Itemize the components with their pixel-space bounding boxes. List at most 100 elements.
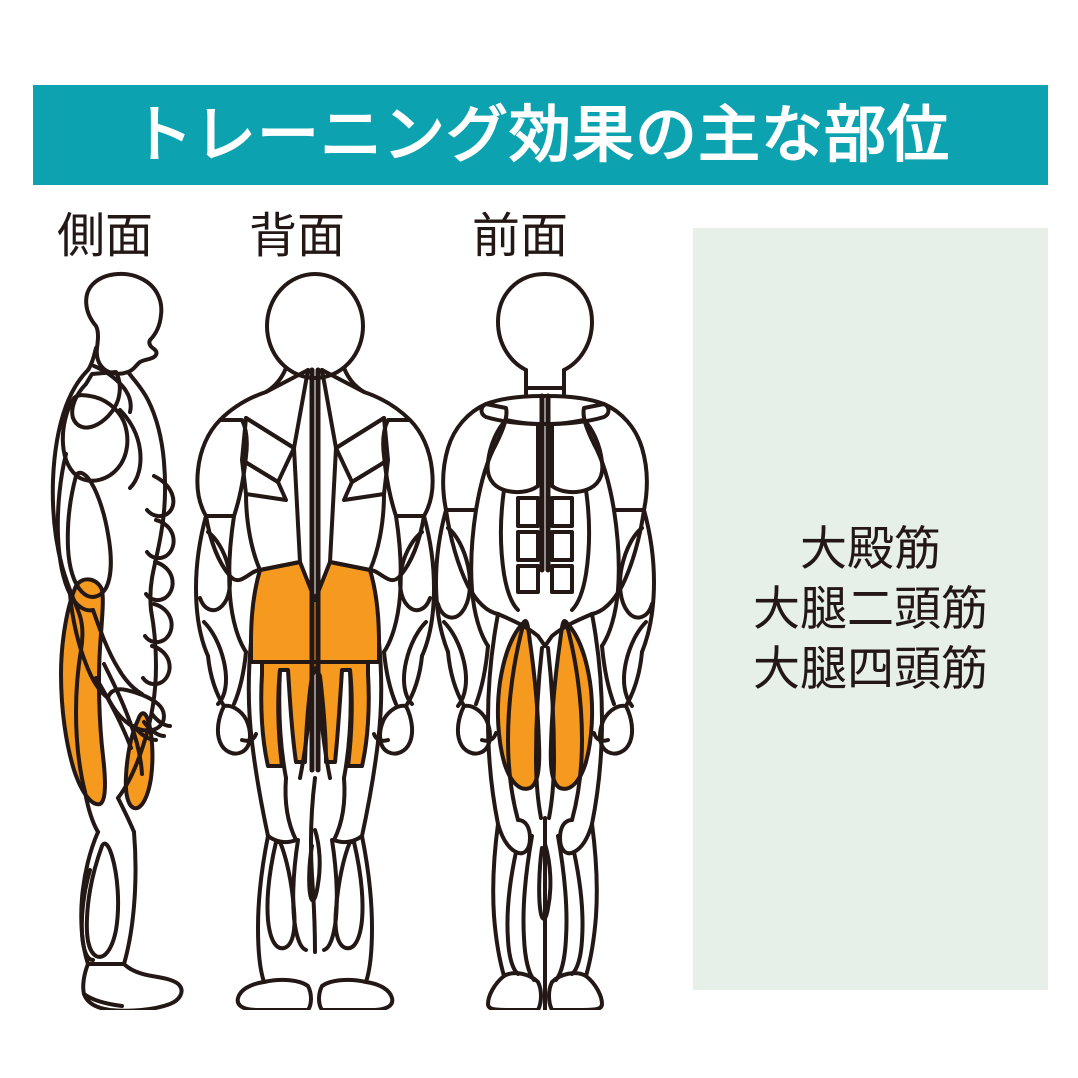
pectoral-left-front bbox=[485, 418, 540, 495]
leg-right-outer-front bbox=[590, 612, 604, 826]
oblique-right-front bbox=[570, 488, 591, 612]
abs-row1-left-front bbox=[516, 496, 540, 528]
foot-side bbox=[81, 962, 184, 1010]
foot-left-front bbox=[486, 971, 543, 1010]
inner-thigh-left-back bbox=[298, 674, 314, 780]
muscle-info-panel: 大殿筋 大腿二頭筋 大腿四頭筋 bbox=[693, 228, 1048, 990]
caption-side-view: 側面 bbox=[57, 208, 154, 264]
abs-row2-right-front bbox=[550, 530, 574, 562]
soleus-side bbox=[79, 868, 95, 962]
biceps-left-front bbox=[469, 508, 490, 648]
scapula-left-back bbox=[240, 416, 296, 484]
thigh-mid-side bbox=[102, 662, 144, 776]
muscle-list-item: 大腿二頭筋 bbox=[753, 582, 988, 638]
hand-left-front bbox=[455, 703, 492, 756]
figure-front-view bbox=[420, 270, 670, 1010]
foot-right-front bbox=[547, 971, 604, 1010]
figure-back-view bbox=[190, 270, 440, 1010]
gastroc-left-back bbox=[265, 840, 297, 951]
page-title: トレーニング効果の主な部位 bbox=[130, 98, 950, 171]
forearm-inner-side bbox=[91, 608, 144, 696]
forearm-right-back bbox=[382, 650, 424, 708]
torso-outline-side bbox=[50, 368, 90, 652]
head-outline-back bbox=[265, 272, 365, 380]
knee-left-back bbox=[266, 776, 298, 845]
muscle-list-item: 大殿筋 bbox=[800, 522, 941, 577]
deltoid-left-back bbox=[195, 418, 249, 518]
thigh-front-side bbox=[116, 608, 158, 800]
knee-right-front bbox=[558, 818, 594, 856]
knee-left-front bbox=[496, 818, 532, 856]
tricep-head-left-back bbox=[198, 530, 232, 613]
gastroc-right-back bbox=[333, 840, 365, 951]
calf-left-outer-back bbox=[256, 834, 270, 984]
head-outline-front bbox=[496, 272, 594, 390]
infraspinatus-left-back bbox=[240, 458, 288, 502]
tibialis-right-front bbox=[570, 850, 585, 976]
figure-side-view bbox=[30, 270, 220, 1010]
thigh-sartorius-side bbox=[94, 676, 133, 750]
heel-side bbox=[82, 992, 124, 1008]
gastrocnemius-side bbox=[84, 841, 121, 959]
muscle-list: 大殿筋 大腿二頭筋 大腿四頭筋 bbox=[693, 520, 1048, 700]
pectoral-right-front bbox=[550, 418, 605, 495]
highlight-gluteus-side bbox=[59, 577, 107, 807]
neck-front bbox=[524, 368, 566, 396]
leg-left-outer-front bbox=[486, 612, 500, 826]
forearm-mass-left-front bbox=[442, 620, 468, 708]
achilles-center-back bbox=[309, 776, 317, 954]
deltoid-side bbox=[60, 393, 130, 483]
clavicle-front bbox=[479, 394, 611, 426]
upper-arm-side bbox=[55, 452, 95, 613]
adductor-right-front bbox=[546, 646, 556, 820]
arm-right-outer-front bbox=[640, 508, 656, 654]
inner-calf-right-front bbox=[554, 834, 569, 982]
arm-left-back bbox=[194, 514, 210, 658]
achilles-center2-back bbox=[307, 828, 322, 903]
bicep-head-right-front bbox=[618, 526, 654, 620]
shin-outline-side bbox=[122, 830, 138, 966]
forearm-mass-right-front bbox=[622, 620, 648, 708]
anatomy-figures bbox=[0, 270, 690, 1010]
adductor-left-front bbox=[534, 646, 544, 820]
caption-back-view: 背面 bbox=[249, 208, 346, 264]
scapula-right-back bbox=[334, 416, 390, 484]
abs-row2-left-front bbox=[516, 530, 540, 562]
forearm-mass-left-back bbox=[202, 620, 228, 706]
infraspinatus-right-back bbox=[342, 458, 390, 502]
shin-right-outer-front bbox=[584, 822, 599, 978]
forearm-side bbox=[68, 592, 110, 700]
tibialis-left-front bbox=[505, 850, 520, 976]
caption-front-view: 前面 bbox=[472, 208, 569, 264]
hamstring-right-line-back bbox=[342, 668, 353, 780]
sternum-line-front bbox=[539, 393, 551, 573]
thumb-right-front bbox=[592, 731, 610, 743]
bicep-head-left-front bbox=[436, 526, 472, 620]
calf-right-outer-back bbox=[360, 834, 374, 984]
tricep-head-right-back bbox=[398, 530, 432, 613]
scapula-side bbox=[70, 370, 122, 430]
oblique-4-side bbox=[141, 644, 172, 687]
foot-right-back bbox=[317, 977, 395, 1010]
oblique-1-side bbox=[145, 518, 176, 561]
foot-left-back bbox=[235, 977, 313, 1010]
ribs-side bbox=[145, 474, 176, 519]
forearm-left-back bbox=[206, 650, 248, 708]
hamstring-left-line-back bbox=[277, 668, 288, 780]
inner-calf-left-back bbox=[291, 838, 308, 952]
hand-right-back bbox=[378, 703, 415, 756]
torso-front-side bbox=[126, 370, 167, 612]
hand-left-back bbox=[215, 703, 252, 756]
hip-outline-side bbox=[74, 648, 87, 794]
shin-left-outer-front bbox=[491, 822, 506, 978]
forearm-mass-right-back bbox=[402, 620, 428, 706]
arm-right-back bbox=[420, 514, 436, 658]
abs-row3-left-front bbox=[516, 564, 540, 594]
abs-row3-right-front bbox=[550, 564, 574, 594]
trapezius-side bbox=[92, 364, 133, 414]
biceps-right-front bbox=[600, 508, 621, 648]
knee-right-back bbox=[332, 776, 364, 845]
sartorius-left-front bbox=[506, 620, 526, 822]
leg-right-outer-back bbox=[360, 640, 384, 838]
